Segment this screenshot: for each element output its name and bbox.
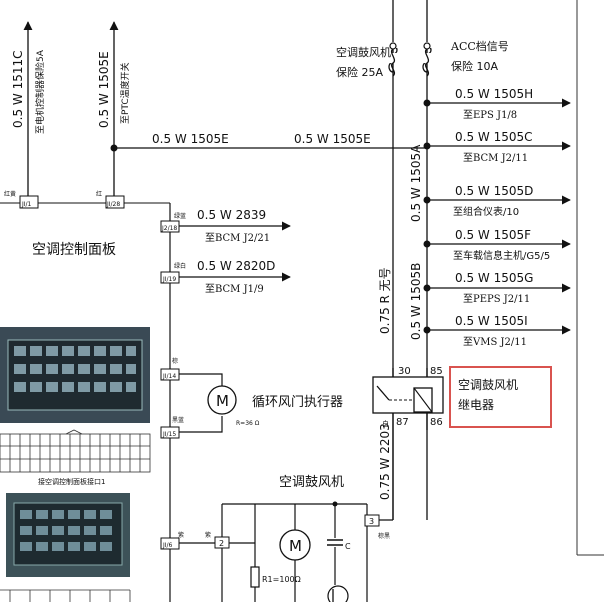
svg-text:紫: 紫 bbox=[205, 531, 211, 539]
blower-title: 空调鼓风机 bbox=[279, 475, 344, 490]
wire-1511c-label: 0.5 W 1511C bbox=[11, 51, 25, 129]
wire-1505g: 0.5 W 1505G bbox=[455, 271, 533, 285]
acc-branches bbox=[427, 98, 571, 335]
svg-text:JI/14: JI/14 bbox=[162, 373, 176, 380]
wire-1505d: 0.5 W 1505D bbox=[455, 184, 533, 198]
wire-1505b: 0.5 W 1505B bbox=[409, 263, 423, 340]
connector-photo-top bbox=[0, 327, 150, 423]
wire-1505e-right: 0.5 W 1505E bbox=[294, 132, 371, 146]
label-to-bcm-j2-11: 至BCM J2/11 bbox=[463, 152, 528, 164]
blower-pin-2 bbox=[214, 536, 230, 549]
wire-1505e-left: 0.5 W 1505E bbox=[152, 132, 229, 146]
resistor-label: R1=100Ω bbox=[262, 575, 301, 584]
relay-pin-30: 30 bbox=[398, 366, 411, 377]
wire-1505c: 0.5 W 1505C bbox=[455, 130, 533, 144]
label-to-cluster: 至组合仪表/10 bbox=[453, 205, 519, 218]
pin-ji1 bbox=[19, 195, 39, 209]
label-to-bcm-j2-21: 至BCM J2/21 bbox=[205, 232, 270, 244]
svg-text:JI/19: JI/19 bbox=[162, 276, 176, 283]
wire-1505f: 0.5 W 1505F bbox=[455, 228, 531, 242]
svg-text:JI/6: JI/6 bbox=[162, 542, 173, 549]
fuse-blower-name: 空调鼓风机 bbox=[336, 45, 391, 59]
svg-text:2: 2 bbox=[219, 539, 224, 548]
label-to-ptc: 至PTC温度开关 bbox=[119, 62, 131, 124]
relay-pin-87: 87 bbox=[396, 417, 409, 428]
relay-pin-86: 86 bbox=[430, 417, 443, 428]
wire-r-none: 0.75 R 无号 bbox=[378, 267, 392, 334]
label-to-infotainment: 至车载信息主机/G5/5 bbox=[453, 249, 550, 262]
relay-pin-85: 85 bbox=[430, 366, 443, 377]
fuse-acc-name: ACC档信号 bbox=[450, 39, 509, 53]
svg-text:JI/15: JI/15 bbox=[162, 431, 176, 438]
wire-1505i: 0.5 W 1505I bbox=[455, 314, 528, 328]
wire-2839: 0.5 W 2839 bbox=[197, 208, 266, 222]
svg-text:绿蓝: 绿蓝 bbox=[174, 212, 186, 220]
actuator-resistance: R=36 Ω bbox=[236, 420, 260, 427]
label-to-eps: 至EPS J1/8 bbox=[463, 109, 517, 121]
connector-bottom-table bbox=[0, 589, 131, 602]
connector-pin-table bbox=[0, 429, 151, 473]
wire-1505e-up-label: 0.5 W 1505E bbox=[97, 51, 111, 128]
relay-label-line2: 继电器 bbox=[458, 398, 494, 412]
connector-caption: 接空调控制面板接口1 bbox=[38, 477, 105, 486]
relay-highlight-box bbox=[449, 366, 552, 428]
actuator-motor-symbol: M bbox=[216, 392, 229, 410]
svg-text:棕: 棕 bbox=[172, 357, 178, 365]
wire-2820d: 0.5 W 2820D bbox=[197, 259, 275, 273]
actuator-name: 循环风门执行器 bbox=[252, 395, 343, 410]
color-red-yellow: 红黄 bbox=[4, 190, 16, 198]
pin-ji28 bbox=[105, 195, 125, 209]
svg-text:J2/18: J2/18 bbox=[161, 225, 177, 232]
label-to-ecu-fuse: 至电机控制器保险5A bbox=[34, 49, 46, 134]
actuator-motor bbox=[207, 385, 237, 415]
fuse-acc-rating: 保险 10A bbox=[451, 59, 498, 73]
blower-motor-symbol: M bbox=[289, 537, 302, 555]
connector-photo-bottom bbox=[6, 493, 130, 577]
svg-text:黑蓝: 黑蓝 bbox=[172, 416, 184, 424]
color-red: 红 bbox=[96, 190, 102, 198]
svg-text:JI/28: JI/28 bbox=[106, 201, 120, 208]
resistor-r1 bbox=[250, 566, 260, 588]
svg-text:棕黑: 棕黑 bbox=[378, 532, 390, 540]
wire-2203: 0.75 W 2203 bbox=[378, 423, 392, 500]
relay-small-label: 白 bbox=[382, 419, 389, 428]
svg-text:绿白: 绿白 bbox=[174, 262, 186, 270]
capacitor-label: C bbox=[345, 542, 351, 551]
label-to-peps: 至PEPS J2/11 bbox=[463, 293, 530, 305]
fuse-blower-rating: 保险 25A bbox=[336, 65, 383, 79]
wire-1505a: 0.5 W 1505A bbox=[409, 144, 423, 222]
panel-title: 空调控制面板 bbox=[32, 242, 116, 258]
svg-text:JI/1: JI/1 bbox=[21, 201, 32, 208]
transistor bbox=[327, 585, 349, 606]
blower-pin-3 bbox=[364, 514, 380, 527]
blower-relay bbox=[372, 368, 444, 520]
svg-text:紫: 紫 bbox=[178, 531, 184, 539]
wire-1505h: 0.5 W 1505H bbox=[455, 87, 533, 101]
svg-text:3: 3 bbox=[369, 517, 374, 526]
label-to-bcm-j1-9: 至BCM J1/9 bbox=[205, 283, 264, 295]
relay-label-line1: 空调鼓风机 bbox=[458, 378, 518, 392]
label-to-vms: 至VMS J2/11 bbox=[463, 336, 527, 348]
